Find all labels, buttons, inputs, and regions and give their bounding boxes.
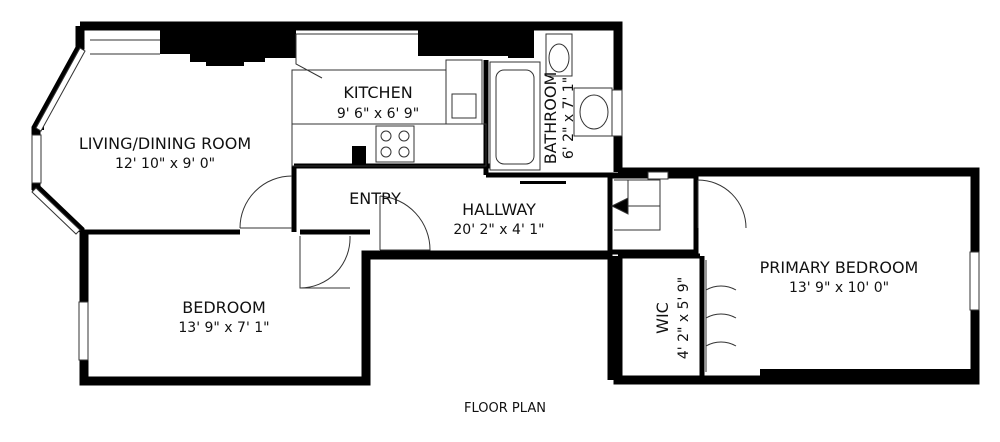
bathroom-name: BATHROOM	[541, 72, 560, 165]
sink	[445, 59, 483, 125]
bedroom-dims: 13' 9" x 7' 1"	[178, 320, 269, 336]
counter-top	[90, 33, 418, 79]
toilet-tank	[545, 33, 573, 77]
stove	[375, 125, 415, 163]
burner-3	[380, 146, 392, 158]
vanity-basin	[579, 94, 609, 130]
wic-name: WIC	[653, 302, 672, 334]
bathroom-fixtures	[489, 33, 613, 171]
bathtub	[489, 61, 541, 171]
bedroom-name: BEDROOM	[182, 298, 266, 317]
hallway-dims: 20' 2" x 4' 1"	[453, 222, 544, 238]
closet-fixtures	[610, 179, 661, 231]
chimney-block	[160, 26, 296, 66]
floor-plan-caption: FLOOR PLAN	[464, 401, 546, 416]
burner-2	[398, 130, 410, 142]
bathroom-dims: 6' 2" x 7' 1"	[561, 77, 577, 159]
door-primary	[697, 179, 747, 229]
closet-arrow	[610, 197, 629, 215]
bathtub-inner	[495, 69, 535, 165]
window-bedroom	[78, 301, 89, 361]
door-wic	[705, 260, 737, 372]
vanity	[573, 87, 613, 137]
counter-low	[291, 123, 487, 167]
kitchen-name: KITCHEN	[343, 83, 412, 102]
toilet-bowl	[548, 43, 570, 73]
built-ins	[36, 26, 975, 380]
window-bath	[611, 89, 623, 137]
doors	[239, 175, 747, 372]
window-primary	[969, 251, 980, 311]
window-bay-upper	[35, 47, 86, 132]
wic-dims: 4' 2" x 5' 9"	[676, 277, 692, 359]
room-labels: LIVING/DINING ROOM 12' 10" x 9' 0" KITCH…	[79, 72, 919, 416]
entry-sill	[520, 181, 566, 184]
kitchen-post	[352, 146, 366, 166]
window-bay-middle	[31, 134, 42, 184]
door-bedroom	[299, 235, 351, 289]
kitchen-upper-block	[418, 26, 534, 58]
window-closet	[647, 171, 669, 180]
burner-1	[380, 130, 392, 142]
window-bay-lower	[31, 187, 81, 235]
living-room-name: LIVING/DINING ROOM	[79, 134, 251, 153]
primary-bedroom-name: PRIMARY BEDROOM	[760, 258, 919, 277]
living-room-dims: 12' 10" x 9' 0"	[115, 156, 215, 172]
sink-basin	[451, 93, 477, 119]
entry-name: ENTRY	[349, 189, 401, 208]
burner-4	[398, 146, 410, 158]
kitchen-fixtures	[90, 33, 487, 167]
windows	[31, 47, 980, 361]
hallway-name: HALLWAY	[462, 200, 536, 219]
door-living	[239, 175, 293, 229]
door-entry	[379, 195, 431, 251]
kitchen-dims: 9' 6" x 6' 9"	[337, 106, 419, 122]
primary-bedroom-dims: 13' 9" x 10' 0"	[789, 280, 889, 296]
primary-bottom-band	[760, 369, 975, 380]
